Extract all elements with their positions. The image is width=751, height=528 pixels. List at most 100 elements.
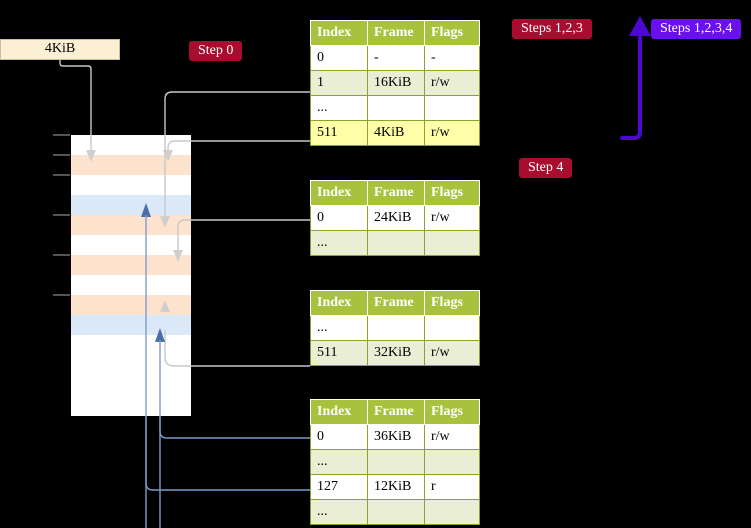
cell-frame	[367, 95, 425, 121]
col-header-index: Index	[310, 20, 368, 46]
table-row: ...	[310, 315, 480, 341]
memory-tick-8	[53, 294, 70, 296]
cell-index: 127	[310, 474, 368, 500]
cell-frame: -	[367, 45, 425, 71]
frame-box-4kib: 4KiB	[0, 39, 120, 60]
memory-row-7	[71, 275, 191, 297]
frame-box-label: 4KiB	[44, 41, 76, 56]
table-row: 0--	[310, 45, 480, 71]
memory-row-10	[71, 335, 191, 357]
table-row: ...	[310, 230, 480, 256]
table-row: ...	[310, 449, 480, 475]
col-header-frame: Frame	[367, 290, 425, 316]
physical-memory-grid	[70, 134, 191, 417]
memory-row-1	[71, 155, 191, 177]
memory-row-5	[71, 235, 191, 257]
memory-tick-1	[53, 154, 70, 156]
cell-index: 511	[310, 340, 368, 366]
memory-tick-4	[53, 214, 70, 216]
badge-steps-1234: Steps 1,2,3,4	[651, 19, 742, 39]
col-header-frame: Frame	[367, 180, 425, 206]
memory-row-3	[71, 195, 191, 217]
cell-index: 0	[310, 45, 368, 71]
cell-index: 0	[310, 424, 368, 450]
memory-row-0	[71, 135, 191, 157]
cell-flags: r/w	[424, 120, 480, 146]
badge-steps-123-label: Steps 1,2,3	[521, 21, 583, 36]
col-header-flags: Flags	[424, 180, 480, 206]
cell-flags: r	[424, 474, 480, 500]
cell-flags	[424, 95, 480, 121]
cell-frame	[367, 230, 425, 256]
memory-tick-6	[53, 254, 70, 256]
cell-frame: 32KiB	[367, 340, 425, 366]
cell-index: ...	[310, 315, 368, 341]
cell-frame	[367, 315, 425, 341]
steps-bracket-arrow	[620, 16, 651, 140]
cell-frame: 36KiB	[367, 424, 425, 450]
cell-flags	[424, 499, 480, 525]
cell-index: ...	[310, 95, 368, 121]
table-header-row: Index Frame Flags	[310, 20, 480, 46]
cell-index: 0	[310, 205, 368, 231]
memory-row-2	[71, 175, 191, 197]
cell-flags	[424, 449, 480, 475]
cell-frame	[367, 449, 425, 475]
cell-flags: r/w	[424, 205, 480, 231]
cell-flags: r/w	[424, 424, 480, 450]
col-header-flags: Flags	[424, 290, 480, 316]
badge-steps-1234-label: Steps 1,2,3,4	[660, 21, 733, 36]
cell-frame: 12KiB	[367, 474, 425, 500]
cell-frame: 16KiB	[367, 70, 425, 96]
table-header-row: Index Frame Flags	[310, 180, 480, 206]
table-row: ...	[310, 499, 480, 525]
memory-tick-2	[53, 174, 70, 176]
cell-index: ...	[310, 230, 368, 256]
memory-row-9	[71, 315, 191, 337]
badge-step-4-label: Step 4	[528, 160, 564, 175]
memory-row-8	[71, 295, 191, 317]
badge-steps-123: Steps 1,2,3	[512, 19, 592, 39]
cell-flags: r/w	[424, 70, 480, 96]
cell-frame	[367, 499, 425, 525]
memory-row-12	[71, 375, 191, 397]
cell-frame: 4KiB	[367, 120, 425, 146]
col-header-index: Index	[310, 290, 368, 316]
cell-index: 1	[310, 70, 368, 96]
cell-index: ...	[310, 499, 368, 525]
cell-flags	[424, 315, 480, 341]
table-header-row: Index Frame Flags	[310, 399, 480, 425]
memory-row-13	[71, 395, 191, 417]
badge-step-0-label: Step 0	[198, 43, 234, 58]
table-row: ...	[310, 95, 480, 121]
col-header-frame: Frame	[367, 20, 425, 46]
cell-frame: 24KiB	[367, 205, 425, 231]
memory-row-11	[71, 355, 191, 377]
col-header-index: Index	[310, 180, 368, 206]
cell-index: 511	[310, 120, 368, 146]
col-header-index: Index	[310, 399, 368, 425]
badge-step-4: Step 4	[519, 158, 573, 178]
col-header-frame: Frame	[367, 399, 425, 425]
memory-row-4	[71, 215, 191, 237]
cell-flags	[424, 230, 480, 256]
col-header-flags: Flags	[424, 399, 480, 425]
badge-step-0: Step 0	[189, 41, 243, 61]
memory-tick-0	[53, 134, 70, 136]
cell-flags: -	[424, 45, 480, 71]
cell-flags: r/w	[424, 340, 480, 366]
table-header-row: Index Frame Flags	[310, 290, 480, 316]
memory-row-6	[71, 255, 191, 277]
cell-index: ...	[310, 449, 368, 475]
